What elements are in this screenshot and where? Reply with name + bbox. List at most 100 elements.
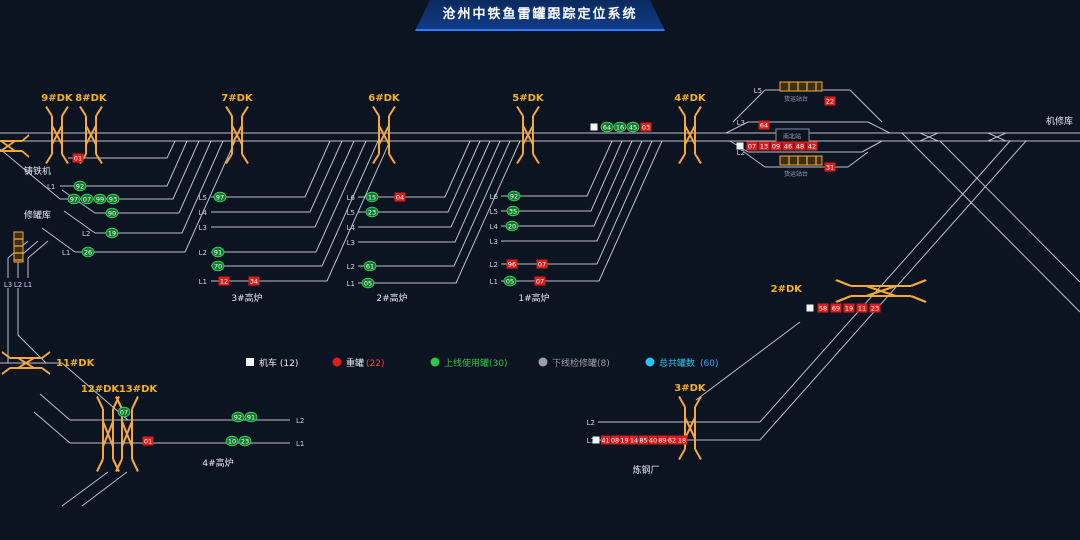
tank-badge[interactable]: 22 — [824, 96, 836, 106]
tank-badge[interactable]: 23 — [365, 206, 379, 218]
tank-badge[interactable]: 35 — [506, 205, 520, 217]
track-lines-main — [0, 132, 1080, 142]
tank-badge[interactable]: 90 — [105, 207, 119, 219]
tank-badge[interactable]: 10 — [225, 435, 239, 447]
tank-badge[interactable]: 97 — [213, 191, 227, 203]
tank-badge[interactable]: 16 — [613, 121, 627, 133]
tank-number: 05 — [364, 279, 372, 287]
locomotive-marker[interactable] — [592, 436, 600, 444]
tank-badge[interactable]: 46 — [782, 141, 794, 151]
tank-number: 92 — [76, 182, 84, 190]
locomotive-marker[interactable] — [590, 123, 598, 131]
tank-badge[interactable]: 11 — [856, 303, 868, 313]
tank-badge[interactable]: 64 — [600, 121, 614, 133]
area-label-furnace2: 2#高炉 — [376, 292, 407, 304]
tank-badge[interactable]: 99 — [93, 193, 107, 205]
tank-badge[interactable]: 23 — [238, 435, 252, 447]
tank-badge[interactable]: 92 — [507, 190, 521, 202]
tank-badge[interactable]: 01 — [142, 436, 154, 446]
tank-badge[interactable]: 58 — [817, 303, 829, 313]
tank-number: 03 — [642, 123, 650, 131]
tank-badge[interactable]: 93 — [106, 193, 120, 205]
dk-label-8: 8#DK — [75, 93, 108, 104]
tank-badge[interactable]: 08 — [610, 435, 620, 445]
dk-label-2: 2#DK — [771, 284, 804, 295]
tank-badge[interactable]: 03 — [640, 122, 652, 132]
tank-badge[interactable]: 07 — [80, 193, 94, 205]
tank-badge[interactable]: 91 — [244, 411, 258, 423]
tank-badge[interactable]: 69 — [830, 303, 842, 313]
dk-crossing-7[interactable] — [225, 105, 249, 165]
tank-badge[interactable]: 41 — [601, 435, 610, 445]
tank-row: 26 — [81, 246, 95, 258]
tank-badge[interactable]: 18 — [676, 435, 688, 445]
dk-crossing-12[interactable] — [95, 395, 121, 473]
track-label: L3 — [4, 281, 12, 289]
tank-badge[interactable]: 26 — [81, 246, 95, 258]
tank-badge[interactable]: 92 — [73, 180, 87, 192]
track-label: L1 — [587, 437, 595, 445]
tank-badge[interactable]: 42 — [806, 141, 818, 151]
tank-badge[interactable]: 05 — [503, 275, 517, 287]
dk-crossing-5[interactable] — [516, 105, 540, 165]
tank-badge[interactable]: 05 — [361, 277, 375, 289]
tank-badge[interactable]: 04 — [394, 192, 406, 202]
tank-number: 26 — [84, 248, 92, 256]
track-label: L4 — [199, 209, 208, 217]
dk-crossing-4[interactable] — [678, 105, 702, 165]
tank-number: 01 — [144, 437, 152, 445]
locomotive-marker[interactable] — [736, 142, 744, 150]
locomotive-marker[interactable] — [806, 304, 814, 312]
tank-badge[interactable]: 89 — [658, 435, 667, 445]
loco-swatch-icon — [246, 358, 254, 366]
tank-badge[interactable]: 48 — [794, 141, 806, 151]
tank-badge[interactable]: 91 — [211, 246, 225, 258]
tank-badge[interactable]: 61 — [363, 260, 377, 272]
tank-row: 07 — [117, 406, 131, 418]
tank-badge[interactable]: 20 — [505, 220, 519, 232]
tank-row: 01 — [72, 153, 84, 163]
tank-badge[interactable]: 07 — [746, 141, 758, 151]
tank-number: 11 — [858, 304, 866, 312]
tank-badge[interactable]: 92 — [231, 411, 245, 423]
tank-badge[interactable]: 85 — [639, 435, 648, 445]
tank-number: 18 — [678, 436, 686, 444]
dk-crossing-left-edge[interactable] — [0, 134, 30, 158]
tank-badge[interactable]: 19 — [620, 435, 629, 445]
tank-number: 61 — [366, 262, 374, 270]
dk-crossing-9[interactable] — [45, 105, 69, 165]
tank-badge[interactable]: 97 — [67, 193, 81, 205]
tank-badge[interactable]: 12 — [218, 276, 230, 286]
tank-number: 89 — [658, 436, 666, 444]
track-lines-furnace2 — [358, 140, 521, 284]
station-box-nanbei[interactable]: 南北站 — [775, 128, 810, 143]
tank-badge[interactable]: 45 — [626, 121, 640, 133]
tank-badge[interactable]: 09 — [770, 141, 782, 151]
tank-badge[interactable]: 07 — [117, 406, 131, 418]
tank-badge[interactable]: 19 — [105, 227, 119, 239]
tank-badge[interactable]: 01 — [72, 153, 84, 163]
tank-badge[interactable]: 70 — [211, 260, 225, 272]
tank-badge[interactable]: 34 — [248, 276, 260, 286]
tank-badge[interactable]: 40 — [648, 435, 658, 445]
tank-row: 20 — [505, 220, 519, 232]
tank-badge[interactable]: 31 — [824, 162, 836, 172]
tank-badge[interactable]: 07 — [536, 259, 548, 269]
tank-badge[interactable]: 15 — [365, 191, 379, 203]
tank-badge[interactable]: 14 — [629, 435, 639, 445]
tank-badge[interactable]: 23 — [869, 303, 881, 313]
tank-badge[interactable]: 07 — [534, 276, 546, 286]
tank-row: 05 07 — [503, 275, 546, 287]
tank-badge[interactable]: 62 — [667, 435, 677, 445]
tank-badge[interactable]: 96 — [506, 259, 518, 269]
dk-crossing-3[interactable] — [677, 395, 703, 461]
tank-number: 85 — [639, 436, 647, 444]
dk-crossing-2[interactable] — [834, 278, 928, 304]
tank-number: 96 — [508, 260, 516, 268]
tank-number: 09 — [772, 142, 780, 150]
tank-badge[interactable]: 64 — [758, 120, 770, 130]
tank-badge[interactable]: 13 — [758, 141, 770, 151]
tank-badge[interactable]: 19 — [843, 303, 855, 313]
